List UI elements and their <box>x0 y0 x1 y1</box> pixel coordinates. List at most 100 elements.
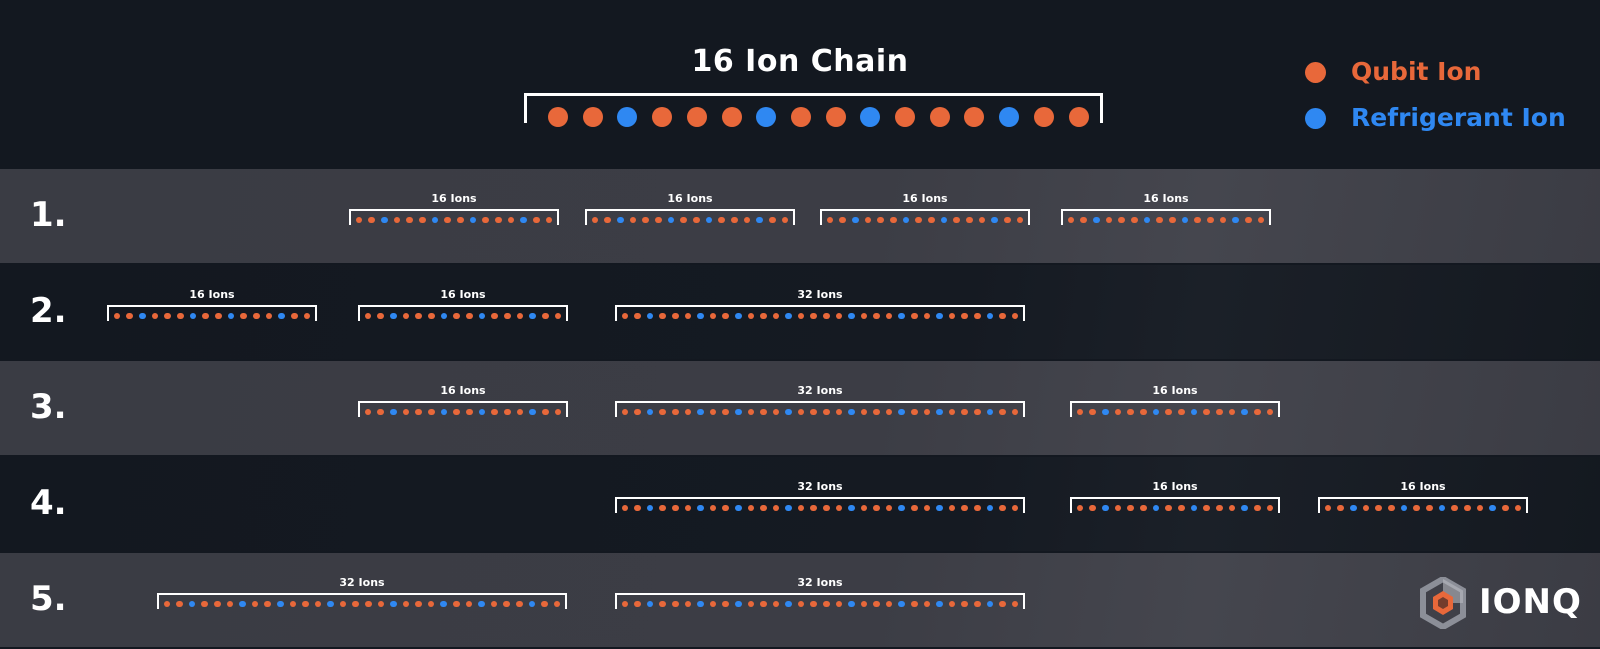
chain-label: 32 Ions <box>797 576 843 589</box>
qubit-ion <box>810 600 817 608</box>
ion-dots <box>1070 384 1280 424</box>
refrigerant-ion <box>785 504 792 512</box>
qubit-ion <box>507 216 515 224</box>
qubit-ion <box>911 504 918 512</box>
qubit-ion <box>822 312 830 320</box>
qubit-ion <box>1165 408 1172 416</box>
qubit-ion <box>491 408 498 416</box>
chain-label: 32 Ions <box>797 384 843 397</box>
qubit-ion <box>542 408 549 416</box>
refrigerant-ion <box>734 312 742 320</box>
refrigerant-ion <box>1190 504 1198 512</box>
qubit-ion <box>999 408 1006 416</box>
diagram-title: 16 Ion Chain <box>691 44 909 79</box>
qubit-ion <box>1207 216 1214 224</box>
refrigerant-ion <box>898 504 906 512</box>
qubit-ion <box>251 600 259 608</box>
qubit-ion <box>769 216 776 224</box>
main-ion-chain <box>0 0 1600 168</box>
refrigerant-ion <box>278 312 285 320</box>
qubit-ion <box>428 408 435 416</box>
qubit-ion <box>1245 216 1252 224</box>
qubit-ion <box>672 600 679 608</box>
chain-label: 16 Ions <box>189 288 235 301</box>
qubit-ion <box>948 504 956 512</box>
qubit-ion <box>684 312 692 320</box>
qubit-ion <box>1068 107 1089 127</box>
qubit-ion <box>1169 216 1176 224</box>
refrigerant-ion <box>188 600 196 608</box>
qubit-ion <box>953 216 960 224</box>
refrigerant-ion <box>478 600 485 608</box>
refrigerant-ion <box>327 600 334 608</box>
qubit-ion <box>202 312 209 320</box>
qubit-ion <box>465 600 473 608</box>
refrigerant-ion <box>697 408 704 416</box>
refrigerant-ion <box>986 504 994 512</box>
qubit-ion <box>731 216 738 224</box>
refrigerant-ion <box>1438 504 1446 512</box>
qubit-ion <box>466 408 473 416</box>
ion-dots <box>585 192 795 232</box>
qubit-ion <box>911 600 918 608</box>
qubit-ion <box>709 504 717 512</box>
ion-dots <box>1070 480 1280 520</box>
qubit-ion <box>895 107 915 127</box>
qubit-ion <box>314 600 322 608</box>
qubit-ion <box>877 216 884 224</box>
refrigerant-ion <box>528 600 536 608</box>
refrigerant-ion <box>852 216 859 224</box>
qubit-ion <box>790 107 811 127</box>
refrigerant-ion <box>1190 408 1198 416</box>
qubit-ion <box>973 408 981 416</box>
refrigerant-ion <box>440 312 448 320</box>
qubit-ion <box>466 312 473 320</box>
qubit-ion <box>822 408 830 416</box>
refrigerant-ion <box>139 312 146 320</box>
refrigerant-ion <box>390 312 397 320</box>
qubit-ion <box>1426 504 1433 512</box>
qubit-ion <box>722 312 729 320</box>
refrigerant-ion <box>1400 504 1408 512</box>
refrigerant-ion <box>390 408 397 416</box>
qubit-ion <box>923 312 931 320</box>
chain-label: 32 Ions <box>339 576 385 589</box>
ionq-logo: IONQ <box>1420 577 1582 629</box>
qubit-ion <box>1140 408 1147 416</box>
logo-wordmark: IONQ <box>1479 582 1582 622</box>
refrigerant-ion <box>785 312 792 320</box>
chain-label: 16 Ions <box>1400 480 1446 493</box>
refrigerant-ion <box>898 312 906 320</box>
legend-label-qubit: Qubit Ion <box>1351 57 1482 86</box>
refrigerant-ion <box>1350 504 1357 512</box>
qubit-ion <box>835 408 843 416</box>
config-row-1: 1. 16 Ions 16 Ions 16 Ions 16 Ions <box>0 169 1600 263</box>
qubit-ion <box>822 600 830 608</box>
qubit-ion <box>151 312 159 320</box>
qubit-ion <box>680 216 687 224</box>
ion-dots <box>157 576 567 616</box>
chain-bracket <box>615 305 1025 321</box>
qubit-ion <box>709 408 717 416</box>
refrigerant-ion <box>440 600 448 608</box>
qubit-ion <box>1257 216 1265 224</box>
qubit-ion <box>860 312 868 320</box>
ion-dots <box>615 480 1025 520</box>
chain-bracket <box>157 593 567 609</box>
refrigerant-ion <box>898 408 906 416</box>
qubit-ion <box>999 504 1006 512</box>
refrigerant-ion-swatch <box>1305 108 1326 129</box>
refrigerant-ion <box>469 216 477 224</box>
refrigerant-ion <box>478 312 486 320</box>
qubit-ion <box>825 107 846 127</box>
qubit-ion <box>415 600 422 608</box>
qubit-ion <box>923 504 931 512</box>
qubit-ion <box>686 107 707 127</box>
qubit-ion <box>264 600 271 608</box>
qubit-ion <box>923 408 931 416</box>
header: 16 Ion Chain Qubit Ion Refrigerant Ion <box>0 0 1600 168</box>
qubit-ion <box>835 312 843 320</box>
refrigerant-ion <box>936 312 943 320</box>
refrigerant-ion <box>1232 216 1239 224</box>
qubit-ion <box>1203 504 1210 512</box>
